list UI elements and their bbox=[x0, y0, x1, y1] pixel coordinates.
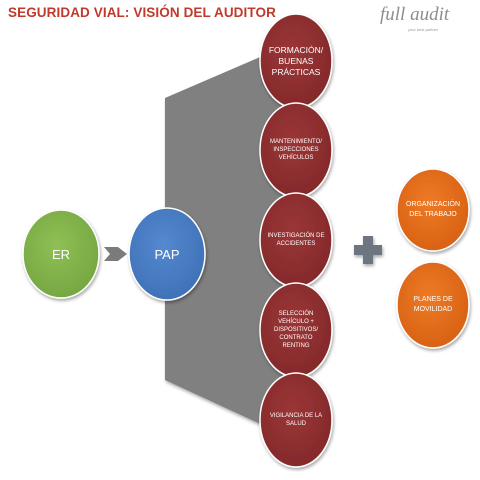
pap-label: PAP bbox=[154, 246, 180, 262]
area-circle-vigilancia bbox=[259, 372, 333, 468]
full-audit-logo: full audit your best partner bbox=[380, 4, 466, 38]
area-label-investigacion: INVESTIGACIÓN DE ACCIDENTES bbox=[267, 233, 325, 247]
area-label-formacion: FORMACIÓN/ BUENAS PRÁCTICAS bbox=[268, 44, 324, 77]
extra-label-planes: PLANES DE MOVILIDAD bbox=[413, 296, 453, 313]
logo-text: full audit bbox=[380, 4, 450, 25]
extra-label-organizacion: ORGANIZACIÓN DEL TRABAJO bbox=[405, 201, 461, 218]
er-to-pap-arrow bbox=[104, 247, 127, 261]
er-circle bbox=[22, 209, 100, 299]
area-label-seleccion: SELECCIÓN VEHÍCULO + DISPOSITIVOS/ CONTR… bbox=[273, 311, 318, 349]
extra-circle-organizacion bbox=[396, 168, 470, 252]
logo-tagline: your best partner bbox=[408, 27, 439, 32]
pap-circle bbox=[128, 207, 206, 301]
er-label: ER bbox=[51, 246, 71, 262]
area-label-vigilancia: VIGILANCIA DE LA SALUD bbox=[269, 413, 323, 427]
plus-icon bbox=[354, 236, 382, 264]
area-label-mantenimiento: MANTENIMIENTO/ INSPECCIONES VEHÍCULOS bbox=[270, 139, 322, 161]
extra-circle-planes bbox=[396, 261, 470, 349]
page-title: SEGURIDAD VIAL: VISIÓN DEL AUDITOR bbox=[8, 5, 276, 20]
